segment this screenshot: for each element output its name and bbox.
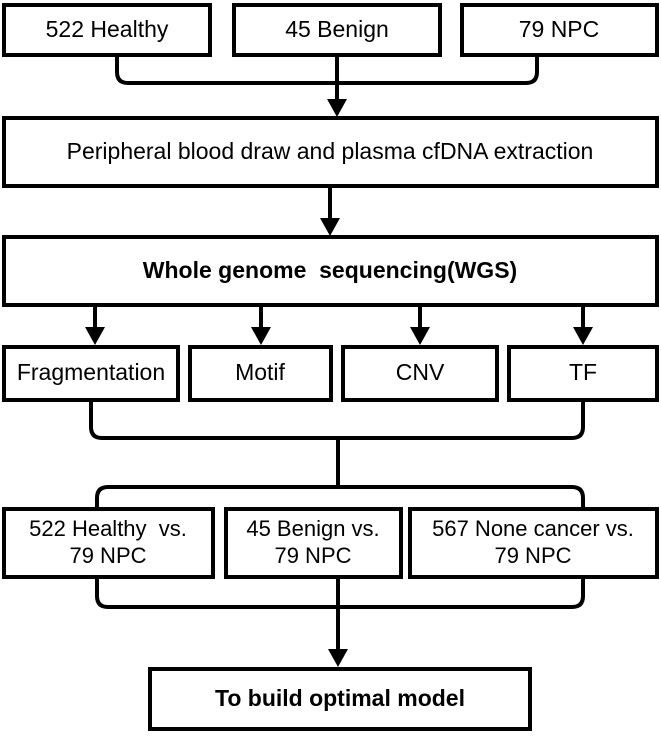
cohort-node-npc[interactable]: 79 NPC <box>460 3 659 57</box>
comparison-node-healthy-vs-npc[interactable]: 522 Healthy vs. 79 NPC <box>2 507 215 579</box>
arrowhead-to-fragmentation <box>85 327 105 345</box>
comparison-label-benign-vs-npc-line2: 79 NPC <box>274 543 351 568</box>
feature-node-fragmentation[interactable]: Fragmentation <box>2 345 180 402</box>
arrowhead-to-motif <box>251 327 271 345</box>
comparison-label-noncancer-vs-npc-line1: 567 None cancer vs. <box>432 516 634 541</box>
feature-node-motif[interactable]: Motif <box>188 345 333 402</box>
sequencing-label: Whole genome sequencing(WGS) <box>143 257 517 283</box>
comparison-box-noncancer-vs-npc <box>408 507 659 579</box>
cohort-node-healthy[interactable]: 522 Healthy <box>2 3 212 57</box>
cohort-label-benign: 45 Benign <box>285 16 389 42</box>
cohort-node-benign[interactable]: 45 Benign <box>232 3 442 57</box>
connector-features-bracket <box>89 400 585 440</box>
connector-comparisons-top-bracket <box>95 485 585 560</box>
feature-node-cnv[interactable]: CNV <box>341 345 499 402</box>
outcome-node[interactable]: To build optimal model <box>148 667 532 731</box>
comparison-label-benign-vs-npc-line1: 45 Benign vs. <box>246 516 379 541</box>
comparison-node-noncancer-vs-npc[interactable]: 567 None cancer vs. 79 NPC <box>408 507 659 579</box>
arrowhead-to-processing <box>327 99 347 117</box>
feature-box-fragmentation <box>2 345 180 402</box>
comparison-box-benign-vs-npc <box>224 507 403 579</box>
arrowhead-to-wgs <box>320 218 340 236</box>
arrowhead-to-outcome <box>328 649 348 667</box>
cohort-label-npc: 79 NPC <box>519 16 600 42</box>
cohort-label-healthy: 522 Healthy <box>46 16 169 42</box>
feature-label-motif: Motif <box>235 359 285 385</box>
comparison-node-benign-vs-npc[interactable]: 45 Benign vs. 79 NPC <box>224 507 403 579</box>
cohort-box-npc <box>460 3 659 57</box>
feature-box-cnv <box>341 345 499 402</box>
comparison-label-healthy-vs-npc-line2: 79 NPC <box>69 543 146 568</box>
feature-label-cnv: CNV <box>396 359 445 385</box>
connector-cohorts-bracket <box>115 55 539 85</box>
cohort-box-healthy <box>2 3 212 57</box>
arrowhead-to-tf <box>573 327 593 345</box>
feature-label-tf: TF <box>569 359 597 385</box>
comparison-box-healthy-vs-npc <box>2 507 215 579</box>
comparison-label-healthy-vs-npc-line1: 522 Healthy vs. <box>29 516 187 541</box>
outcome-label: To build optimal model <box>215 685 465 711</box>
outcome-box <box>148 667 532 731</box>
arrowhead-to-cnv <box>410 327 430 345</box>
feature-node-tf[interactable]: TF <box>507 345 659 402</box>
processing-node[interactable]: Peripheral blood draw and plasma cfDNA e… <box>2 116 659 188</box>
sequencing-box <box>2 235 659 307</box>
comparison-label-noncancer-vs-npc-line2: 79 NPC <box>494 543 571 568</box>
sequencing-node[interactable]: Whole genome sequencing(WGS) <box>2 235 659 307</box>
feature-box-motif <box>188 345 333 402</box>
feature-label-fragmentation: Fragmentation <box>17 359 165 385</box>
processing-label: Peripheral blood draw and plasma cfDNA e… <box>67 138 594 164</box>
